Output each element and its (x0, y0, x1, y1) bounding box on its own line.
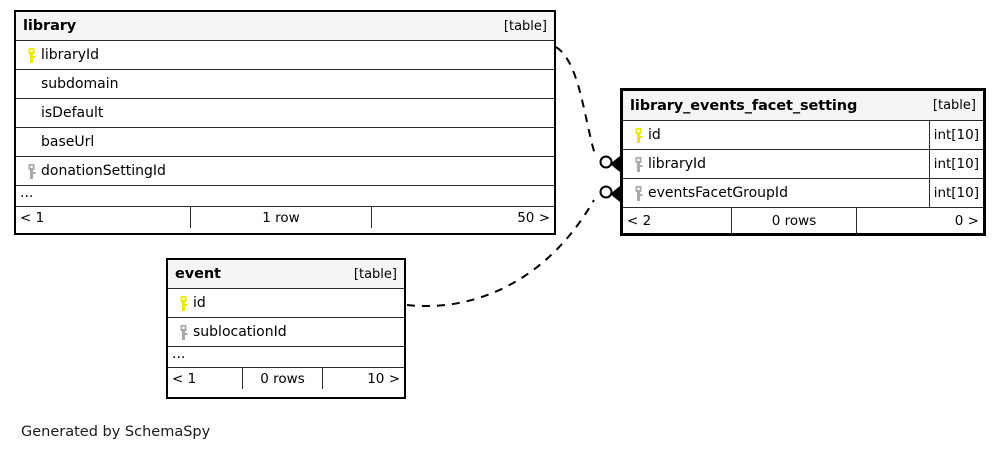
column-cell: isDefault (16, 105, 554, 121)
entity-type-tag: [table] (503, 18, 547, 34)
footer-parent-count: < 1 (172, 370, 197, 387)
table-row[interactable]: id (168, 289, 404, 318)
primary-key-icon (22, 47, 41, 63)
entity-header: library_events_facet_setting [table] (623, 91, 983, 121)
entity-title: library_events_facet_setting (630, 97, 858, 114)
more-columns-indicator: ... (168, 347, 404, 368)
zero-cardinality-marker (599, 155, 613, 169)
footer-row-count: 0 rows (731, 208, 857, 233)
footer-parent-count: < 1 (20, 209, 45, 226)
foreign-key-icon (629, 185, 648, 201)
footer-parent-count: < 2 (627, 212, 652, 229)
entity-title: event (175, 266, 221, 282)
column-name: id (648, 127, 661, 143)
column-datatype: int[10] (928, 150, 983, 178)
column-name: sublocationId (193, 324, 287, 340)
primary-key-icon (174, 295, 193, 311)
ellipsis-text: ... (172, 346, 186, 362)
entity-table-event[interactable]: event [table] id (166, 258, 406, 399)
column-cell: subdomain (16, 76, 554, 92)
table-row[interactable]: baseUrl (16, 128, 554, 157)
footer-child-count: 0 > (954, 212, 979, 229)
more-columns-indicator: ... (16, 186, 554, 207)
table-row[interactable]: sublocationId (168, 318, 404, 347)
column-cell: donationSettingId (16, 163, 554, 179)
column-datatype: int[10] (928, 121, 983, 149)
table-row[interactable]: donationSettingId (16, 157, 554, 186)
column-cell: libraryId (16, 47, 554, 63)
table-row[interactable]: libraryId (16, 41, 554, 70)
generated-by-caption: Generated by SchemaSpy (21, 424, 211, 440)
entity-header: event [table] (168, 260, 404, 289)
column-name: isDefault (41, 105, 104, 121)
entity-footer: < 1 1 row 50 > (16, 207, 554, 228)
column-name: libraryId (648, 156, 707, 172)
primary-key-icon (629, 127, 648, 143)
table-row[interactable]: id int[10] (623, 121, 983, 150)
column-name: libraryId (41, 47, 100, 63)
column-cell: id (168, 295, 404, 311)
entity-table-library-events-facet-setting[interactable]: library_events_facet_setting [table] id … (620, 88, 986, 236)
column-name: donationSettingId (41, 163, 166, 179)
footer-child-count: 50 > (517, 209, 550, 226)
relationship-line (555, 46, 597, 159)
column-cell: baseUrl (16, 134, 554, 150)
zero-cardinality-marker (599, 185, 613, 199)
column-name: subdomain (41, 76, 119, 92)
entity-header: library [table] (16, 12, 554, 41)
table-row[interactable]: libraryId int[10] (623, 150, 983, 179)
column-cell: id (623, 127, 929, 143)
table-row[interactable]: isDefault (16, 99, 554, 128)
column-datatype: int[10] (928, 179, 983, 207)
table-row[interactable]: subdomain (16, 70, 554, 99)
footer-child-count: 10 > (367, 370, 400, 387)
table-row[interactable]: eventsFacetGroupId int[10] (623, 179, 983, 208)
entity-type-tag: [table] (353, 266, 397, 282)
entity-footer: < 2 0 rows 0 > (623, 208, 983, 233)
entity-table-library[interactable]: library [table] libraryId subdomai (14, 10, 556, 235)
entity-footer: < 1 0 rows 10 > (168, 368, 404, 389)
relationship-library-to-lefs (555, 46, 622, 173)
entity-type-tag: [table] (932, 98, 976, 113)
foreign-key-icon (174, 324, 193, 340)
foreign-key-icon (22, 163, 41, 179)
footer-row-count: 0 rows (242, 368, 323, 389)
column-name: eventsFacetGroupId (648, 185, 788, 201)
column-name: id (193, 295, 206, 311)
column-cell: eventsFacetGroupId (623, 185, 929, 201)
ellipsis-text: ... (20, 185, 34, 201)
column-cell: libraryId (623, 156, 929, 172)
entity-title: library (23, 18, 77, 34)
foreign-key-icon (629, 156, 648, 172)
footer-row-count: 1 row (190, 207, 372, 228)
column-cell: sublocationId (168, 324, 404, 340)
column-name: baseUrl (41, 134, 95, 150)
